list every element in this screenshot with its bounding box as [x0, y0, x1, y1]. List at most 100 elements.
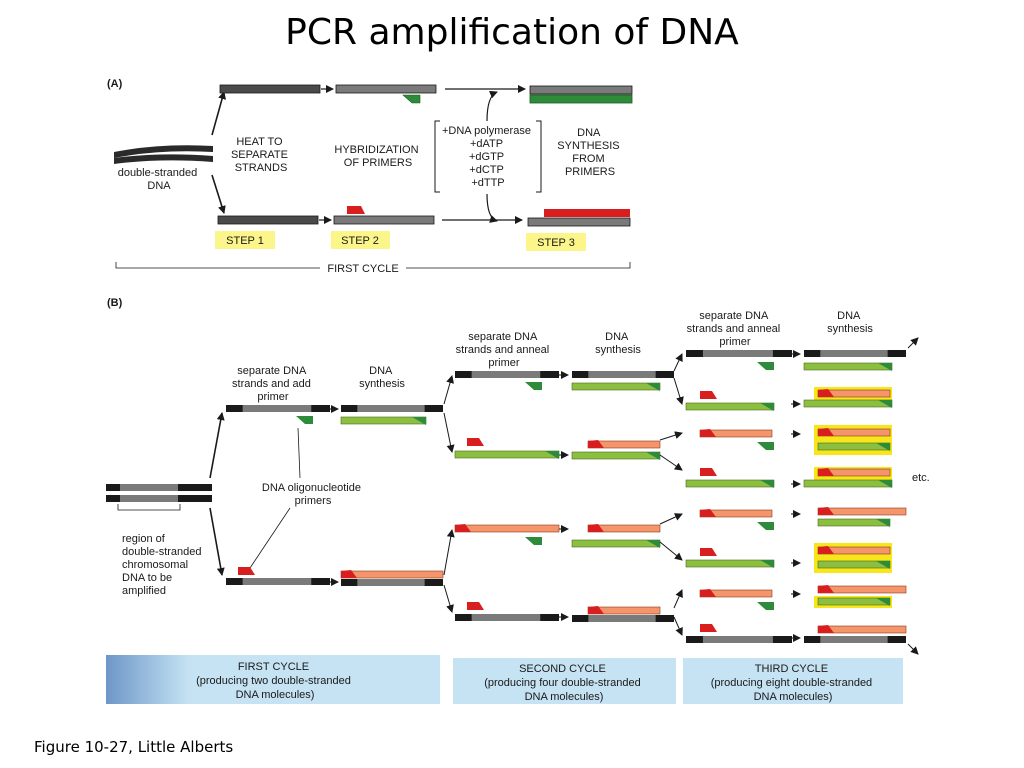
green-strand — [685, 559, 775, 568]
template-region — [471, 614, 541, 621]
red-primer-end — [700, 509, 716, 517]
red-primer-end — [588, 524, 604, 532]
red-primer-end — [818, 625, 834, 633]
salmon-strand — [340, 570, 444, 579]
double-stranded-dna — [114, 145, 213, 164]
first-cycle-label: FIRST CYCLE (producing two double-strand… — [196, 661, 354, 701]
red-primer-end — [700, 589, 716, 597]
green-primer-end — [646, 540, 660, 548]
template-region — [357, 405, 425, 412]
red-primer — [700, 548, 717, 556]
separate-anneal-2-label: separate DNA strands and anneal primer — [456, 331, 553, 369]
arrow-down — [211, 174, 226, 214]
template-region — [242, 405, 312, 412]
flow-arrow — [443, 412, 455, 453]
green-primer-end — [878, 400, 892, 408]
flow-arrow — [659, 454, 683, 471]
separate-add-label: separate DNA strands and add primer — [232, 365, 314, 403]
panel-b-label: (B) — [107, 297, 123, 309]
green-primer-end — [646, 452, 660, 460]
step1-box — [215, 231, 275, 249]
heat-label: HEAT TO SEPARATE STRANDS — [231, 136, 291, 174]
third-cycle-box — [683, 658, 903, 704]
green-primer — [525, 382, 542, 390]
flow-arrow — [673, 377, 684, 405]
chromosomal-dna — [106, 484, 212, 502]
green-primer-end — [878, 480, 892, 488]
flow-arrow — [443, 375, 454, 405]
panel-a-label: (A) — [107, 78, 123, 90]
green-primer-end — [760, 480, 774, 488]
primer-green-a — [402, 94, 421, 104]
separate-anneal-3-label: separate DNA strands and anneal primer — [687, 310, 784, 348]
green-strand — [454, 450, 560, 459]
flow-arrow — [659, 431, 683, 441]
flow-arrow — [907, 643, 919, 655]
hybridization-label: HYBRIDIZATION OF PRIMERS — [334, 144, 421, 169]
green-primer-end — [876, 443, 890, 451]
synthesis-2-label: DNA synthesis — [595, 331, 641, 356]
green-primer-end — [876, 519, 890, 527]
green-strand — [803, 479, 893, 488]
red-primer — [700, 391, 717, 399]
oligo-label: DNA oligonucleotide primers — [262, 482, 364, 507]
red-primer-end — [818, 507, 834, 515]
green-primer-end — [545, 451, 559, 459]
region-label: region of double-stranded chromosomal DN… — [122, 533, 205, 597]
primer-red-a — [347, 206, 365, 214]
template-region — [471, 371, 541, 378]
template-region — [702, 350, 773, 357]
reagents-label: +DNA polymerase +dATP +dGTP +dCTP +dTTP — [442, 125, 534, 189]
slide-title: PCR amplification of DNA — [285, 12, 739, 53]
template-region — [242, 578, 312, 585]
green-strand — [685, 402, 775, 411]
reagent-bracket-right — [536, 120, 542, 193]
second-cycle-label: SECOND CYCLE (producing four double-stra… — [484, 663, 644, 703]
etc-label: etc. — [912, 472, 930, 484]
second-cycle-box — [453, 658, 676, 704]
template-region — [357, 579, 425, 586]
green-primer-end — [878, 363, 892, 371]
strand-bottom-3 — [527, 217, 631, 227]
strand-new-green — [529, 94, 633, 104]
green-strand — [571, 451, 661, 460]
green-strand — [803, 362, 893, 371]
strand-new-red — [544, 209, 630, 217]
red-primer-end — [700, 429, 716, 437]
first-cycle-a-label: FIRST CYCLE — [327, 263, 398, 275]
flow-arrow — [443, 584, 454, 613]
red-primer-end — [818, 585, 834, 593]
red-primer — [700, 624, 717, 632]
flow-arrow — [443, 529, 455, 576]
red-primer-end — [818, 389, 834, 397]
flow-arrow — [673, 353, 683, 372]
green-strand — [803, 399, 893, 408]
green-strand — [685, 479, 775, 488]
salmon-strand — [454, 524, 560, 533]
strand-top-3 — [529, 85, 633, 95]
reagent-bracket-left — [434, 120, 440, 193]
strand-top-2 — [335, 84, 437, 94]
flow-arrow — [659, 541, 683, 561]
template-region — [588, 615, 656, 622]
red-primer — [467, 602, 484, 610]
green-primer — [757, 522, 774, 530]
green-primer-end — [760, 403, 774, 411]
step2-label: STEP 2 — [341, 235, 379, 247]
red-primer-end — [818, 468, 834, 476]
green-primer — [757, 362, 774, 370]
green-primer — [757, 602, 774, 610]
arrow-up — [211, 91, 226, 136]
red-primer-end — [588, 606, 604, 614]
green-primer-end — [760, 560, 774, 568]
green-primer — [525, 537, 542, 545]
flow-arrow — [673, 616, 683, 636]
green-primer — [296, 416, 313, 424]
synthesis-3-label: DNA synthesis — [827, 310, 873, 335]
green-primer-end — [412, 417, 426, 425]
step3-label: STEP 3 — [537, 237, 575, 249]
first-cycle-box — [106, 655, 440, 704]
template-region — [702, 636, 773, 643]
template-region — [820, 350, 888, 357]
